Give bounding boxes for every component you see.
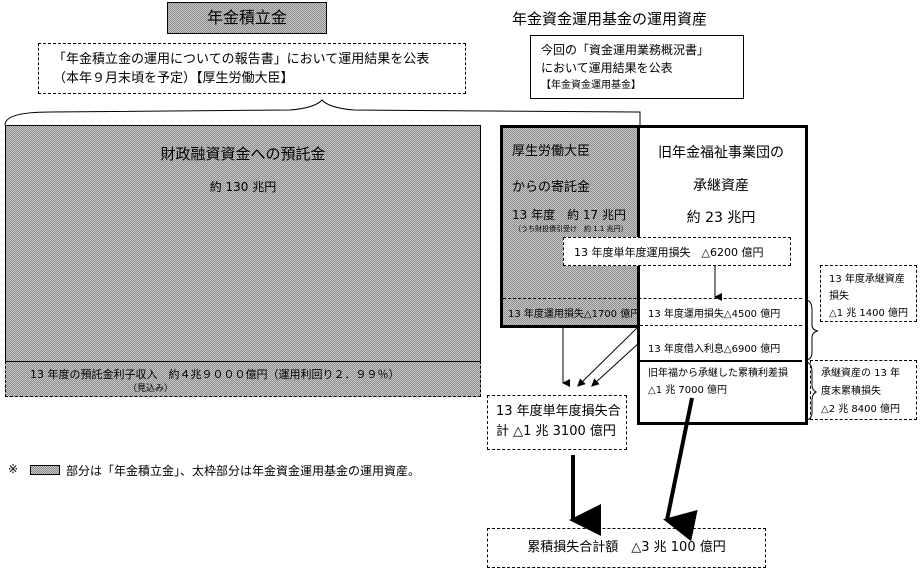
entrusted-label: 厚生労働大臣: [512, 144, 591, 159]
brace-right2: [804, 361, 818, 421]
interest-note: （見込み）: [128, 384, 174, 394]
entrusted-box: [500, 125, 640, 328]
divider: [640, 325, 802, 326]
arrow-diag1: [577, 324, 641, 387]
legend-swatch: [30, 465, 60, 475]
inherited-loss: 13 年度運用損失△4500 億円: [648, 309, 781, 320]
deposit-amount: 約 130 兆円: [209, 180, 277, 194]
inherited-label: 旧年金福祉事業団の: [658, 145, 784, 161]
grand-total-box: 累積損失合計額 △3 兆 100 億円: [487, 528, 766, 568]
year-end-box: 承継資産の 13 年度末累積損失△2 兆 8400 億円: [810, 360, 917, 420]
fund-note: 今回の「資金運用業務概況書」において運用結果を公表【年金資金運用基金】: [530, 35, 744, 99]
fund-title: 年金資金運用基金の運用資産: [512, 10, 708, 28]
reserve-title-box: 年金積立金: [167, 2, 327, 34]
single-year-total-box: 13 年度単年度損失合計 △1 兆 3100 億円: [487, 395, 627, 450]
legend-mark: ※: [8, 462, 19, 476]
brace-right1: [804, 299, 819, 361]
cumulative-loss: 旧年福から承継した累積利差損△1 兆 7000 億円: [648, 368, 788, 396]
entrusted-amount: 13 年度 約 17 兆円: [512, 208, 626, 222]
single-year-loss-box: [563, 237, 791, 266]
interest-cost: 13 年度借入利息△6900 億円: [648, 344, 781, 355]
legend-text: 部分は「年金積立金」、太枠部分は年金資金運用基金の運用資産。: [66, 464, 421, 478]
brace: [4, 99, 641, 126]
entrusted-loss: 13 年度運用損失△1700 億円: [508, 309, 641, 320]
divider: [503, 298, 802, 299]
reserve-note: 「年金積立金の運用についての報告書」において運用結果を公表（本年９月末頃を予定）…: [38, 43, 466, 94]
deposit-title: 財政融資資金への預託金: [160, 145, 326, 163]
inherited-box: [637, 125, 808, 425]
interest-text: 13 年度の預託金利子収入 約４兆９０００億円（運用利回り２．９９％）: [30, 368, 400, 381]
entrusted-sub: （うち財投債引受け 約 1.1 兆円）: [514, 225, 628, 233]
entrusted-label2: からの寄託金: [512, 180, 591, 195]
inherited-label2: 承継資産: [693, 178, 749, 194]
interest-box: [5, 361, 481, 397]
inherited-total-box: 13 年度承継資産損失△1 兆 1400 億円: [820, 265, 917, 322]
single-year-loss: 13 年度単年度運用損失 △6200 億円: [574, 246, 764, 259]
inherited-amount: 約 23 兆円: [686, 210, 756, 226]
divider: [640, 360, 802, 362]
big-arrow-2: [663, 397, 698, 542]
arrow-diag2: [591, 341, 641, 387]
